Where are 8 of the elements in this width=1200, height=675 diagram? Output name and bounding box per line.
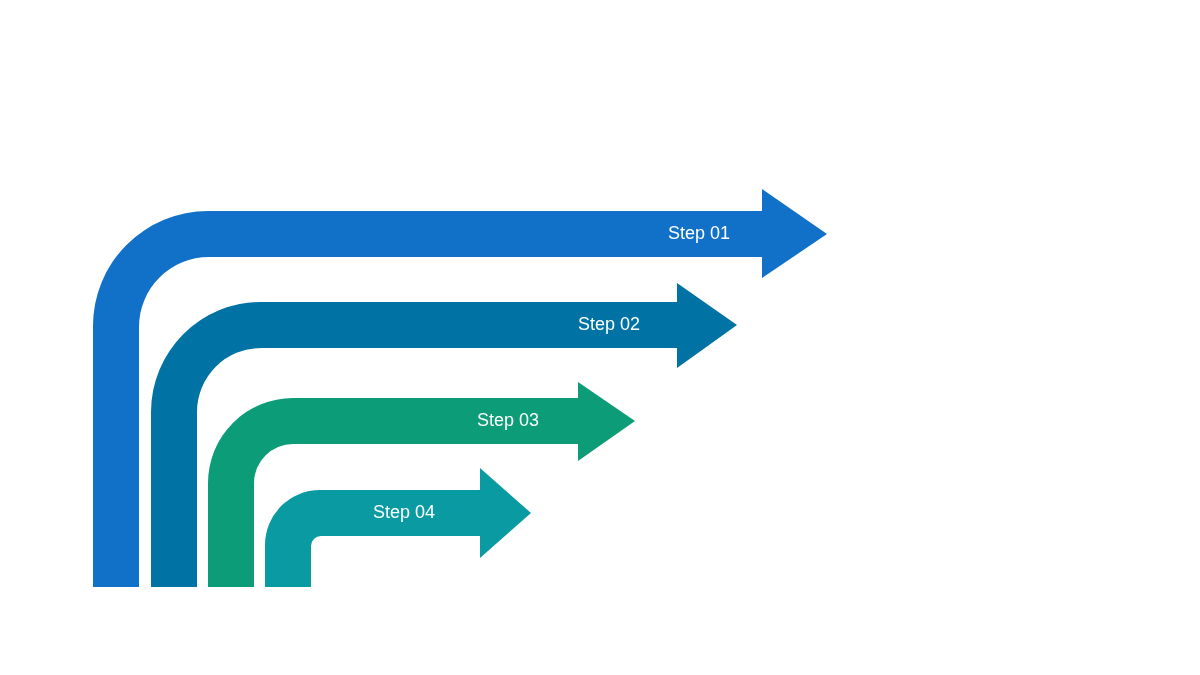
- step-label: Step 04: [372, 503, 436, 523]
- step-label: Step 03: [476, 411, 540, 431]
- step-ribbon: [151, 283, 737, 587]
- step-label: Step 01: [667, 224, 731, 244]
- step-ribbon: [208, 382, 635, 587]
- step-ribbon: [93, 189, 827, 587]
- step-label: Step 02: [577, 315, 641, 335]
- step-ribbon: [265, 468, 531, 587]
